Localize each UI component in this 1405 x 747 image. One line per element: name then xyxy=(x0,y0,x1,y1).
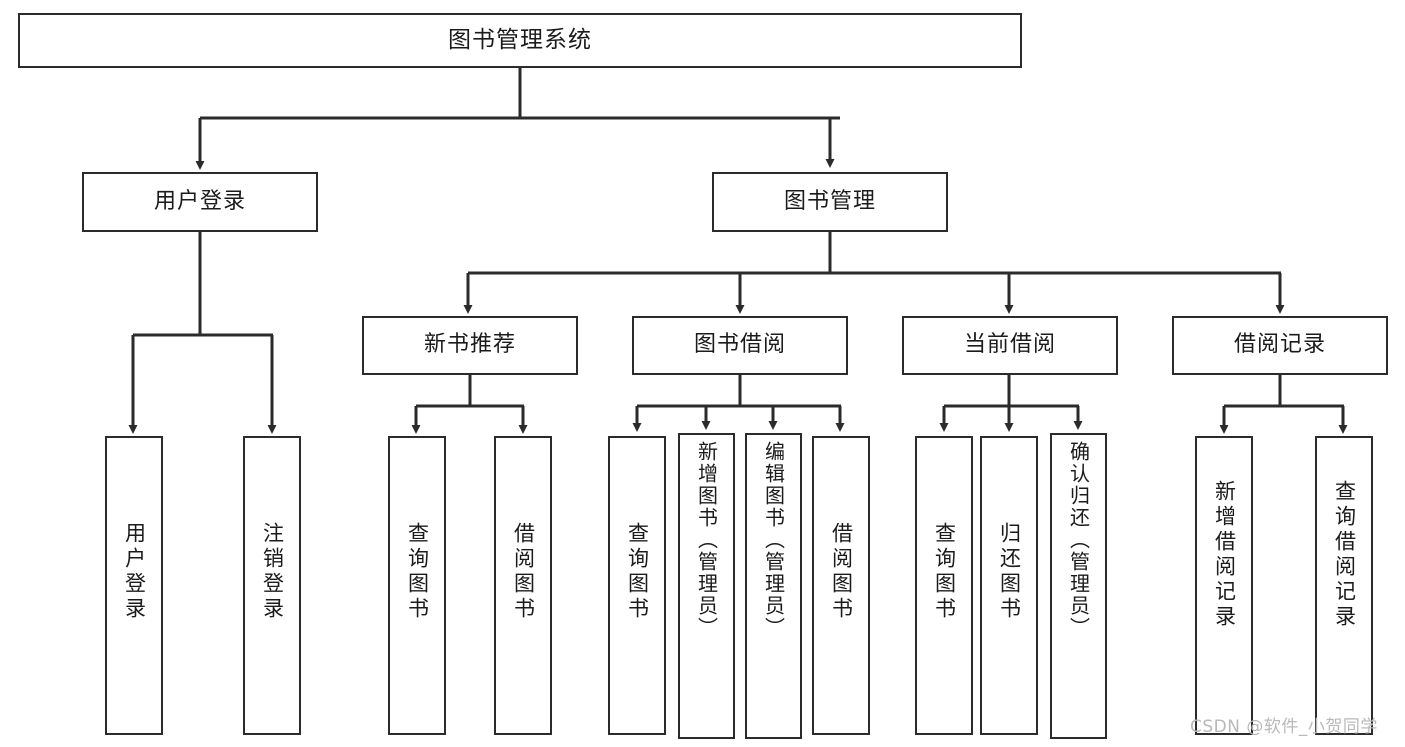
csdn-watermark: CSDN @软件_小贺同学 xyxy=(1190,717,1378,737)
leaf-book-borrow-borrow-label: 借阅图书 xyxy=(829,522,854,622)
leaf-book-borrow-query-label: 查询图书 xyxy=(625,522,650,622)
leaf-user-login-login[interactable]: 用户登录 xyxy=(105,436,163,735)
leaf-new-book-query[interactable]: 查询图书 xyxy=(388,436,446,735)
leaf-new-book-borrow-label: 借阅图书 xyxy=(511,522,536,622)
leaf-user-login-logout-label: 注销登录 xyxy=(260,522,285,622)
node-borrow-record[interactable]: 借阅记录 xyxy=(1172,316,1388,375)
leaf-borrow-record-query-label: 查询借阅记录 xyxy=(1332,480,1357,630)
node-book-borrow[interactable]: 图书借阅 xyxy=(632,316,848,375)
leaf-book-borrow-edit[interactable]: 编辑图书（管理员） xyxy=(745,433,802,739)
node-current-borrow[interactable]: 当前借阅 xyxy=(902,316,1118,375)
leaf-new-book-borrow[interactable]: 借阅图书 xyxy=(494,436,552,735)
leaf-book-borrow-add-label: 新增图书（管理员） xyxy=(694,441,719,639)
node-book-management[interactable]: 图书管理 xyxy=(712,172,948,232)
node-new-book-recommend-label: 新书推荐 xyxy=(423,332,516,358)
node-book-borrow-label: 图书借阅 xyxy=(693,332,786,358)
leaf-user-login-logout[interactable]: 注销登录 xyxy=(243,436,301,735)
leaf-user-login-login-label: 用户登录 xyxy=(122,522,147,622)
leaf-borrow-record-add-label: 新增借阅记录 xyxy=(1212,480,1237,630)
leaf-book-borrow-add[interactable]: 新增图书（管理员） xyxy=(678,433,735,739)
node-user-login-label: 用户登录 xyxy=(153,188,246,214)
node-borrow-record-label: 借阅记录 xyxy=(1233,332,1326,358)
leaf-current-borrow-confirm-label: 确认归还（管理员） xyxy=(1066,441,1091,639)
node-new-book-recommend[interactable]: 新书推荐 xyxy=(362,316,578,375)
leaf-book-borrow-edit-label: 编辑图书（管理员） xyxy=(761,441,786,639)
leaf-book-borrow-borrow[interactable]: 借阅图书 xyxy=(812,436,870,735)
leaf-new-book-query-label: 查询图书 xyxy=(405,522,430,622)
leaf-current-borrow-query-label: 查询图书 xyxy=(932,522,957,622)
leaf-current-borrow-return[interactable]: 归还图书 xyxy=(980,436,1038,735)
node-current-borrow-label: 当前借阅 xyxy=(963,332,1056,358)
leaf-current-borrow-return-label: 归还图书 xyxy=(997,522,1022,622)
leaf-borrow-record-query[interactable]: 查询借阅记录 xyxy=(1315,436,1373,735)
leaf-borrow-record-add[interactable]: 新增借阅记录 xyxy=(1195,436,1253,735)
leaf-current-borrow-query[interactable]: 查询图书 xyxy=(915,436,973,735)
leaf-book-borrow-query[interactable]: 查询图书 xyxy=(608,436,666,735)
node-book-management-label: 图书管理 xyxy=(783,188,876,214)
leaf-current-borrow-confirm[interactable]: 确认归还（管理员） xyxy=(1050,433,1107,739)
node-user-login[interactable]: 用户登录 xyxy=(82,172,318,232)
node-root[interactable]: 图书管理系统 xyxy=(18,13,1022,68)
node-root-label: 图书管理系统 xyxy=(448,27,592,54)
